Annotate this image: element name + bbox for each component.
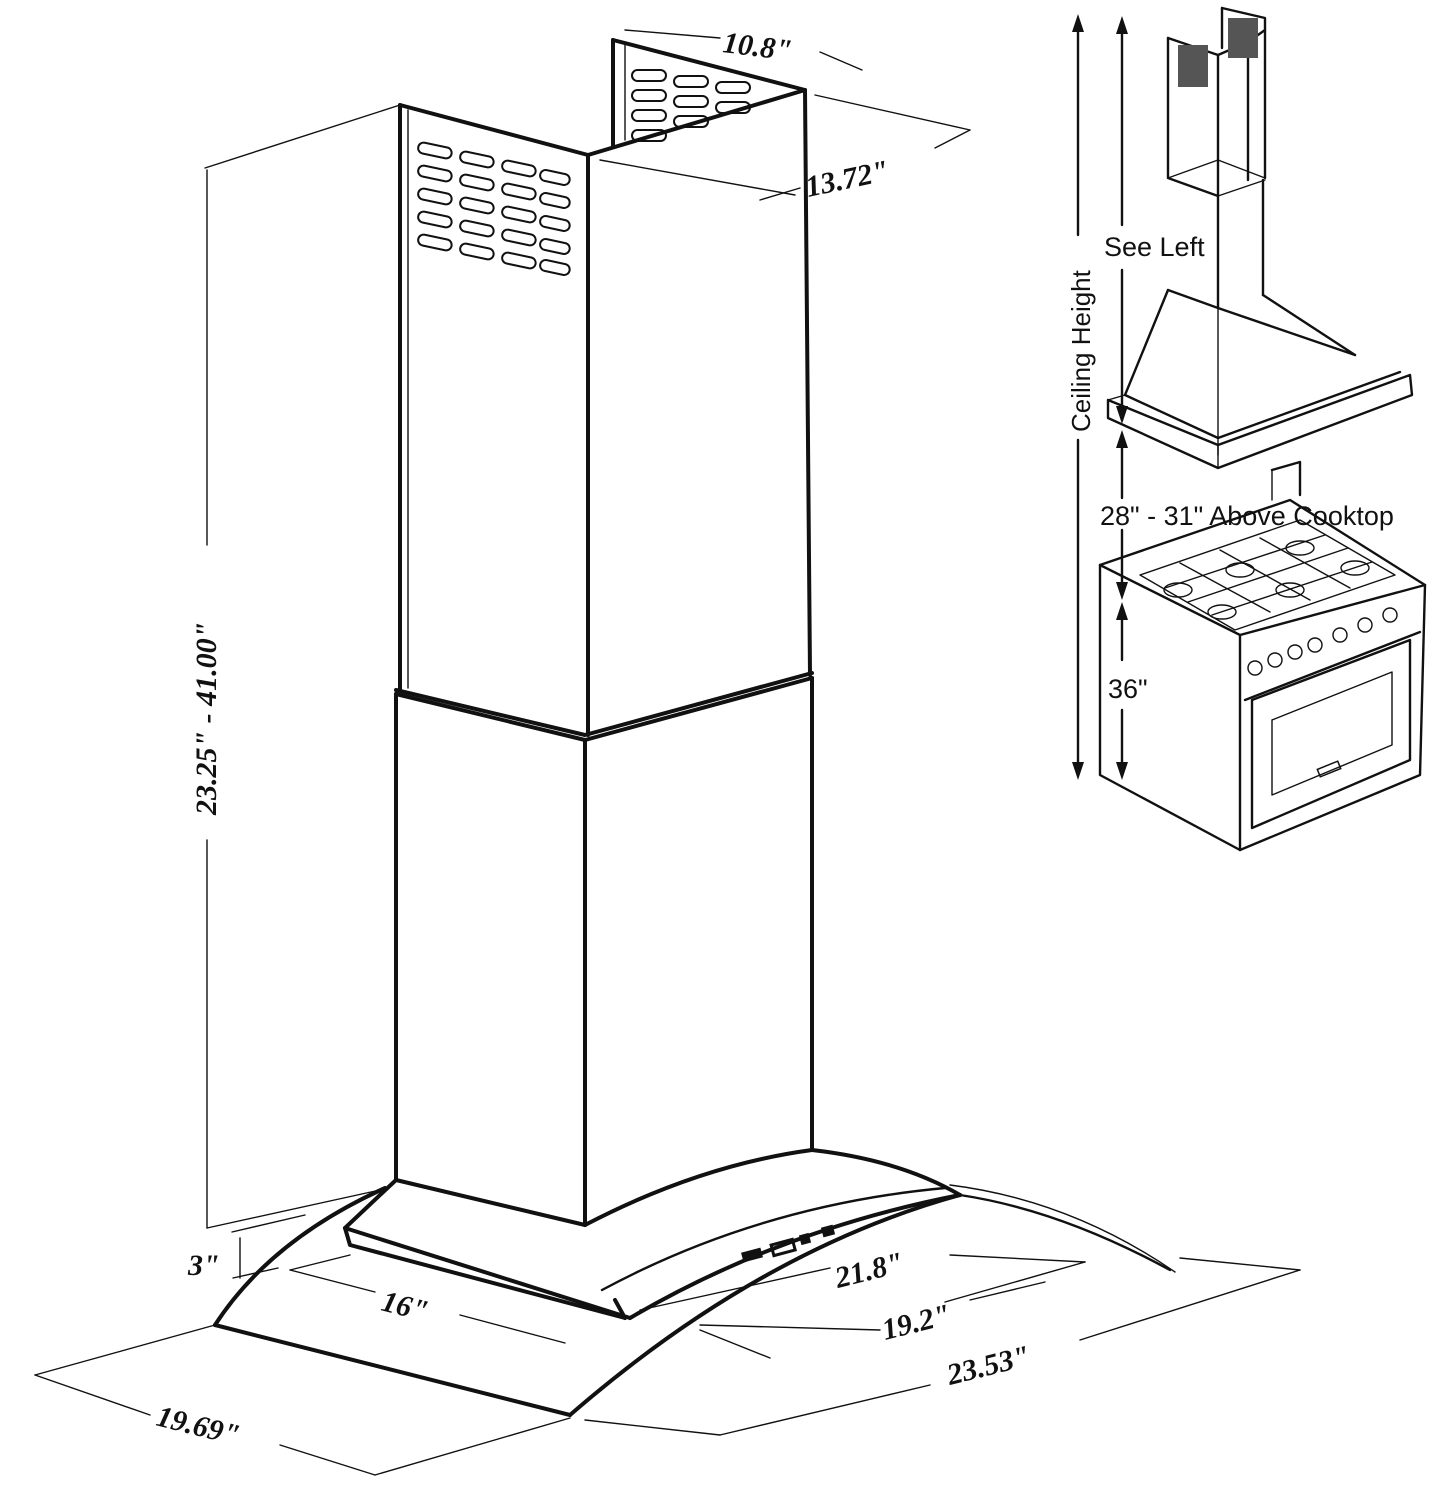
- counter-height-arrow: [1116, 602, 1128, 780]
- base-outer-depth-label: 23.53": [943, 1339, 1034, 1392]
- counter-height-label: 36": [1108, 674, 1148, 704]
- canopy-thickness-label: 3": [187, 1249, 220, 1282]
- base-inner-depth-label: 21.8": [831, 1246, 907, 1295]
- upper-chimney-section: [398, 88, 812, 737]
- inset-range-drawing: [1098, 460, 1427, 852]
- ceiling-height-arrow: [1072, 14, 1084, 780]
- inset-hood-drawing: [1106, 6, 1414, 470]
- duct-top-width-label: 10.8": [721, 26, 794, 67]
- clearance-arrow: [1116, 430, 1128, 600]
- curved-glass: [213, 1184, 1176, 1417]
- canopy: [343, 1148, 962, 1320]
- chimney-joint: [394, 671, 814, 742]
- rear-vent-slots: [631, 69, 751, 142]
- front-vent-slots: [417, 141, 571, 276]
- base-inner-width-label: 16": [378, 1285, 431, 1328]
- dimension-lines: [34, 29, 1301, 1476]
- base-outer-width-label: 19.69": [153, 1400, 243, 1452]
- ceiling-height-label: Ceiling Height: [1066, 269, 1096, 432]
- inset-vent-right: [1228, 18, 1258, 58]
- duct-top-depth-label: 13.72": [803, 154, 892, 204]
- chimney-range-label: See Left: [1104, 232, 1205, 262]
- installation-inset: Ceiling Height See Left 28" - 31" Above …: [1066, 6, 1427, 852]
- control-buttons: [741, 1224, 836, 1263]
- inset-vent-left: [1178, 45, 1208, 87]
- base-mid-depth-label: 19.2": [879, 1298, 954, 1347]
- chimney-range-arrow: [1116, 16, 1128, 424]
- chimney-height-label: 23.25" - 41.00": [190, 622, 223, 816]
- lower-chimney-section: [394, 676, 814, 1227]
